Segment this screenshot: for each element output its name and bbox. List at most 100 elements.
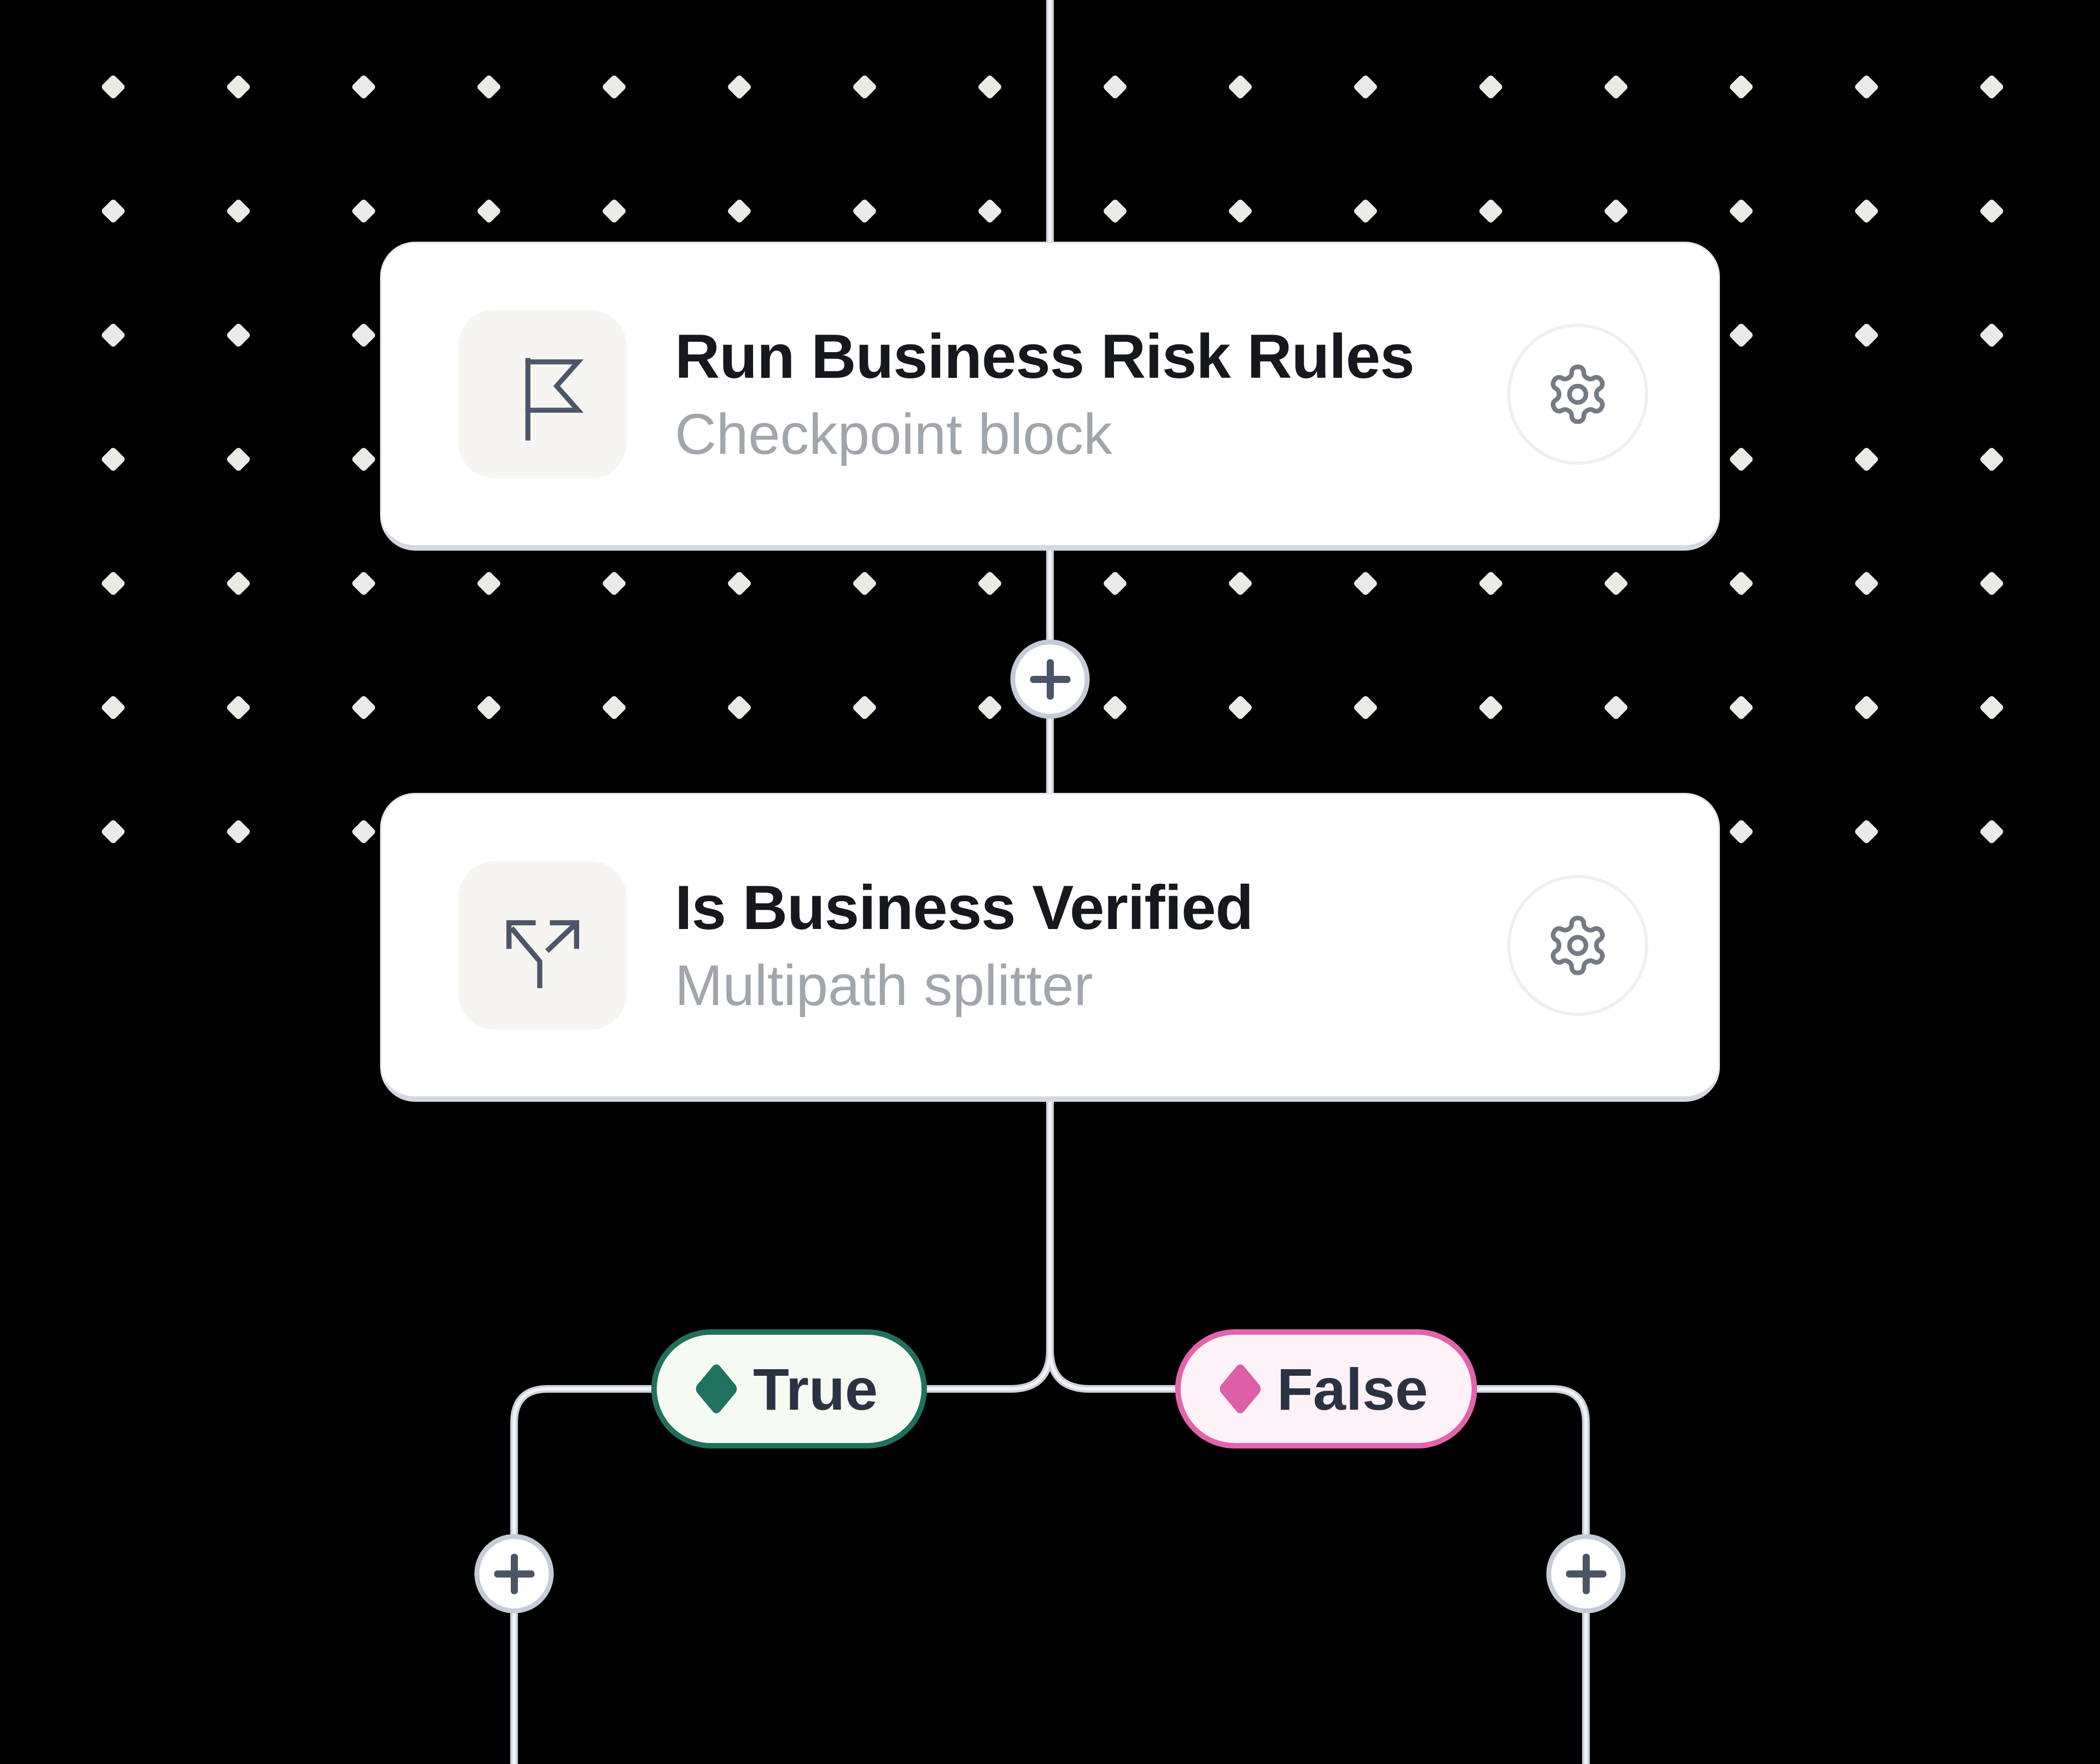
diamond-dot-icon (1855, 696, 1878, 719)
diamond-dot-icon (102, 75, 125, 98)
diamond-dot-icon (1855, 820, 1878, 843)
diamond-dot-icon (102, 820, 125, 843)
diamond-dot-icon (1980, 572, 2003, 595)
diamond-dot-icon (227, 820, 250, 843)
diamond-dot-icon (352, 324, 375, 347)
diamond-dot-icon (603, 696, 626, 719)
diamond-dot-icon (1855, 324, 1878, 347)
settings-button[interactable] (1507, 875, 1648, 1016)
plus-icon (1566, 1553, 1606, 1594)
diamond-dot-icon (853, 200, 876, 223)
diamond-dot-icon (227, 75, 250, 98)
gear-icon (1550, 364, 1605, 424)
diamond-dot-icon (1479, 696, 1502, 719)
diamond-dot-icon (352, 820, 375, 843)
node-title: Run Business Risk Rules (675, 322, 1415, 392)
diamond-dot-icon (1730, 820, 1753, 843)
diamond-dot-icon (1229, 200, 1252, 223)
diamond-dot-icon (1730, 572, 1753, 595)
diamond-dot-icon (1855, 75, 1878, 98)
diamond-dot-icon (102, 696, 125, 719)
gear-icon (1550, 915, 1605, 976)
diamond-dot-icon (1730, 75, 1753, 98)
node-title: Is Business Verified (675, 873, 1253, 943)
diamond-dot-icon (853, 572, 876, 595)
diamond-dot-icon (477, 75, 500, 98)
add-step-button-middle[interactable] (1010, 639, 1090, 719)
diamond-dot-icon (1354, 572, 1377, 595)
diamond-dot-icon (352, 75, 375, 98)
diamond-dot-icon (477, 572, 500, 595)
node-icon-container (458, 861, 627, 1030)
diamond-dot-icon (978, 200, 1001, 223)
diamond-dot-icon (1479, 572, 1502, 595)
diamond-dot-icon (1855, 200, 1878, 223)
diamond-dot-icon (352, 448, 375, 471)
branch-label: True (752, 1356, 878, 1422)
diamond-dot-icon (227, 200, 250, 223)
node-card-checkpoint[interactable]: Run Business Risk Rules Checkpoint block (380, 242, 1720, 551)
node-card-splitter[interactable]: Is Business Verified Multipath splitter (380, 793, 1720, 1102)
diamond-dot-icon (1980, 820, 2003, 843)
diamond-dot-icon (1605, 696, 1628, 719)
diamond-icon (693, 1362, 739, 1416)
diamond-dot-icon (477, 200, 500, 223)
diamond-dot-icon (352, 572, 375, 595)
branch-label: False (1276, 1356, 1428, 1422)
diamond-dot-icon (102, 572, 125, 595)
node-subtitle: Multipath splitter (675, 953, 1093, 1018)
diamond-dot-icon (1229, 572, 1252, 595)
diamond-dot-icon (1605, 200, 1628, 223)
diamond-dot-icon (352, 200, 375, 223)
diamond-dot-icon (227, 324, 250, 347)
diamond-dot-icon (1104, 200, 1127, 223)
add-step-button-true-branch[interactable] (474, 1534, 554, 1614)
diamond-dot-icon (1104, 696, 1127, 719)
diamond-dot-icon (1980, 696, 2003, 719)
flag-icon (525, 358, 584, 441)
diamond-dot-icon (728, 572, 751, 595)
diamond-dot-icon (102, 448, 125, 471)
diamond-dot-icon (1980, 324, 2003, 347)
diamond-dot-icon (728, 75, 751, 98)
diamond-dot-icon (1354, 696, 1377, 719)
diamond-dot-icon (1354, 75, 1377, 98)
diamond-dot-icon (1229, 75, 1252, 98)
add-step-button-false-branch[interactable] (1546, 1534, 1626, 1614)
diamond-dot-icon (102, 200, 125, 223)
diamond-dot-icon (603, 75, 626, 98)
diamond-dot-icon (1730, 696, 1753, 719)
diamond-dot-icon (1730, 448, 1753, 471)
node-text-block: Is Business Verified Multipath splitter (675, 874, 1253, 1017)
branch-pill-true[interactable]: True (651, 1329, 928, 1448)
diamond-dot-icon (1605, 572, 1628, 595)
node-icon-container (458, 310, 627, 478)
diamond-dot-icon (1980, 75, 2003, 98)
diamond-dot-icon (102, 324, 125, 347)
diamond-dot-icon (603, 200, 626, 223)
diamond-dot-icon (1980, 448, 2003, 471)
diamond-dot-icon (728, 200, 751, 223)
settings-button[interactable] (1507, 324, 1648, 465)
diamond-dot-icon (227, 572, 250, 595)
diamond-dot-icon (1855, 448, 1878, 471)
diamond-dot-icon (978, 572, 1001, 595)
plus-icon (1030, 659, 1070, 699)
diamond-dot-icon (978, 696, 1001, 719)
split-path-icon (506, 920, 579, 988)
node-text-block: Run Business Risk Rules Checkpoint block (675, 322, 1415, 466)
diamond-dot-icon (1605, 75, 1628, 98)
diamond-dot-icon (1104, 572, 1127, 595)
diamond-dot-icon (978, 75, 1001, 98)
diamond-dot-icon (1229, 696, 1252, 719)
diamond-dot-icon (1479, 200, 1502, 223)
diamond-dot-icon (477, 696, 500, 719)
branch-pill-false[interactable]: False (1175, 1329, 1478, 1448)
diamond-dot-icon (603, 572, 626, 595)
diamond-dot-icon (352, 696, 375, 719)
diamond-dot-icon (1730, 200, 1753, 223)
diamond-dot-icon (728, 696, 751, 719)
diamond-dot-icon (1980, 200, 2003, 223)
diamond-dot-icon (227, 448, 250, 471)
